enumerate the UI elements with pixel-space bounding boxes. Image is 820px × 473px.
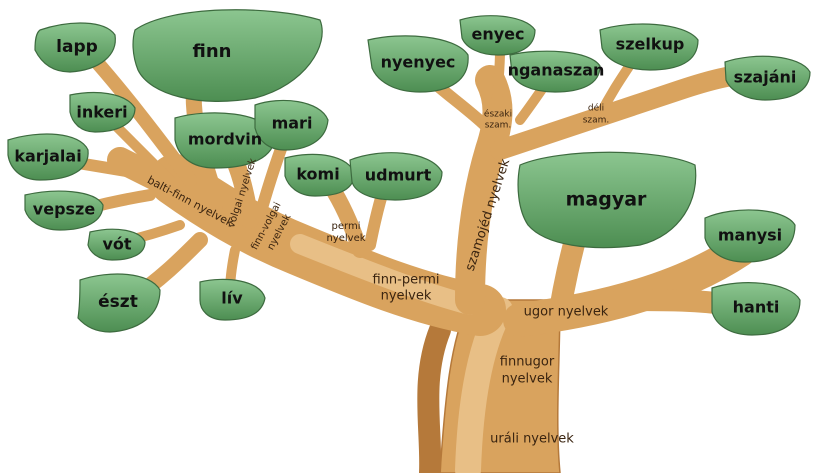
leaf-enyec (459, 15, 536, 56)
leaf-finn (132, 9, 323, 102)
label-finn-permi-1: finn-permi (373, 273, 440, 288)
leaf-udmurt (349, 152, 443, 201)
label-eszt: észt (98, 292, 138, 312)
leaf-vepsze (24, 190, 104, 231)
label-finn-permi-2: nyelvek (381, 289, 432, 304)
branches (54, 45, 770, 473)
limb-balti-finn (107, 147, 223, 218)
leaf-mordvin (174, 112, 276, 169)
label-finnugor-1: finnugor (500, 355, 555, 370)
label-ugor: ugor nyelvek (524, 305, 609, 320)
limb-szelkup (595, 60, 635, 120)
label-nyenyec: nyenyec (381, 53, 456, 72)
limb-lapp (88, 53, 197, 187)
label-permi-1: permi (332, 221, 361, 232)
leaf-nganaszan (509, 50, 601, 93)
label-urali: uráli nyelvek (490, 432, 574, 447)
label-szelkup: szelkup (616, 35, 685, 54)
trunk-left-root (417, 319, 451, 473)
leaves (7, 9, 811, 336)
leaf-vot (87, 228, 146, 261)
label-eszaki-2: szam. (485, 121, 512, 131)
leaf-mari (254, 99, 329, 151)
leaf-hanti (711, 282, 801, 336)
leaf-szajani (724, 55, 811, 101)
leaf-labels: lapp finn inkeri karjalai vepsze vót ész… (14, 25, 796, 317)
label-nganaszan: nganaszan (508, 61, 605, 80)
label-eszaki-1: északi (484, 109, 512, 120)
label-szajani: szajáni (734, 68, 797, 87)
label-udmurt: udmurt (365, 166, 432, 185)
leaf-inkeri (69, 91, 136, 133)
label-mordvin: mordvin (188, 130, 262, 149)
label-magyar: magyar (566, 189, 647, 211)
leaf-nyenyec (367, 35, 469, 93)
label-finn: finn (193, 41, 232, 62)
label-permi-2: nyelvek (326, 233, 365, 244)
limb-enyec (490, 45, 505, 120)
leaf-komi (284, 153, 356, 197)
label-deli-1: déli (588, 103, 604, 114)
label-komi: komi (296, 165, 339, 184)
leaf-manysi (704, 209, 796, 263)
label-vot: vót (102, 235, 131, 254)
label-finnugor-2: nyelvek (502, 372, 553, 387)
leaf-lapp (34, 22, 116, 73)
label-enyec: enyec (471, 25, 524, 44)
label-vepsze: vepsze (33, 200, 96, 219)
leaf-szelkup (599, 23, 699, 71)
label-lapp: lapp (56, 37, 98, 57)
label-manysi: manysi (718, 226, 782, 245)
leaf-magyar (517, 151, 697, 249)
label-liv: lív (221, 289, 243, 308)
label-deli-2: szam. (583, 116, 610, 126)
label-hanti: hanti (733, 298, 780, 317)
label-mari: mari (272, 114, 313, 133)
label-karjalai: karjalai (14, 147, 81, 166)
leaf-eszt (77, 273, 161, 333)
limb-magyar (549, 229, 586, 321)
leaf-karjalai (7, 133, 89, 181)
label-inkeri: inkeri (76, 103, 127, 122)
leaf-liv (199, 278, 266, 321)
